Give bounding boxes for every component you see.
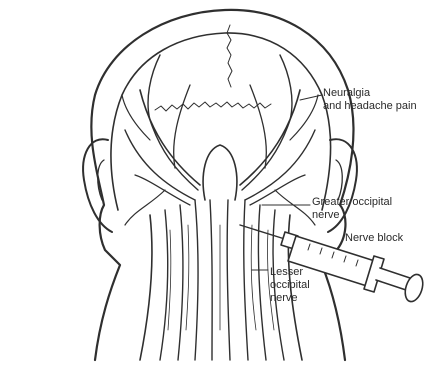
nerve-left-1 xyxy=(140,90,200,185)
right-ear-inner xyxy=(336,160,342,200)
label-neuralgia-subtitle: and headache pain xyxy=(323,100,417,112)
label-nerve-block: Nerve block xyxy=(345,232,403,244)
nerve-right-3 xyxy=(245,130,315,200)
needle xyxy=(240,225,288,240)
neck-muscle-7 xyxy=(244,200,248,360)
neck-muscle-3 xyxy=(178,205,183,360)
nerve-left-7 xyxy=(125,190,165,225)
label-greater-occipital: Greater occipital xyxy=(312,196,392,208)
leader-neuralgia xyxy=(300,95,322,100)
neck-muscle-2 xyxy=(160,210,168,360)
label-neuralgia-title: Neuralgia xyxy=(323,87,370,99)
head-outline xyxy=(91,10,353,360)
syringe-plunger xyxy=(376,268,410,290)
nerve-right-2 xyxy=(242,55,292,190)
neck-shading-2 xyxy=(186,225,189,330)
label-greater-occipital-nerve: nerve xyxy=(312,209,340,221)
nerve-left-5 xyxy=(174,85,190,168)
neck-muscle-5 xyxy=(210,200,212,360)
skull-suture-top xyxy=(227,25,232,87)
nerve-left-2 xyxy=(148,55,198,190)
neck-shading-1 xyxy=(168,230,171,330)
occipital-bone xyxy=(203,145,237,200)
neck-muscle-4 xyxy=(195,200,198,360)
nerve-right-5 xyxy=(250,85,266,168)
skull-suture xyxy=(155,102,271,111)
neck-shading-4 xyxy=(251,225,256,330)
scalp-inner-line xyxy=(111,33,331,210)
neck-muscle-8 xyxy=(258,205,266,360)
label-lesser-occipital: occipital xyxy=(270,279,310,291)
neck-muscle-6 xyxy=(227,200,230,360)
neck-muscle-1 xyxy=(140,215,152,360)
nerve-left-3 xyxy=(125,130,195,200)
label-lesser: Lesser xyxy=(270,266,303,278)
nerve-right-7 xyxy=(275,190,315,225)
label-lesser-nerve: nerve xyxy=(270,292,298,304)
